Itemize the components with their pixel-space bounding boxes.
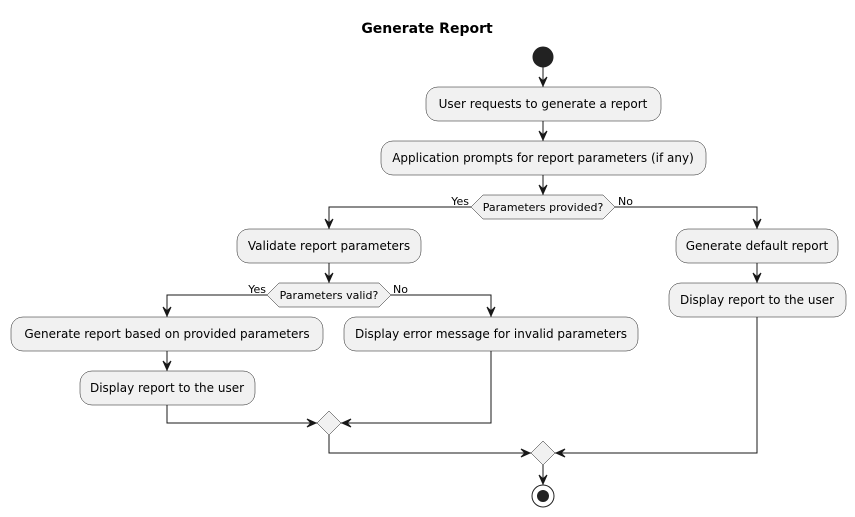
svg-text:Display error message for inva: Display error message for invalid parame…: [355, 327, 627, 341]
svg-text:Display report to the user: Display report to the user: [680, 293, 834, 307]
merge-node-outer: [530, 440, 556, 466]
decision-parameters-provided: Parameters provided? Yes No: [450, 194, 633, 220]
branch-label-no: No: [618, 195, 633, 208]
svg-text:Generate default report: Generate default report: [686, 239, 829, 253]
branch-label-yes: Yes: [450, 195, 469, 208]
end-node: [531, 484, 555, 508]
svg-text:User requests to generate a re: User requests to generate a report: [439, 97, 648, 111]
activity-display-error: Display error message for invalid parame…: [343, 316, 639, 352]
activity-validate-parameters: Validate report parameters: [236, 228, 422, 264]
svg-text:Display report to the user: Display report to the user: [90, 381, 244, 395]
svg-text:Validate report parameters: Validate report parameters: [248, 239, 410, 253]
edges: [162, 67, 762, 486]
diagram-title: Generate Report: [361, 21, 493, 37]
svg-text:Parameters provided?: Parameters provided?: [483, 201, 604, 214]
svg-text:Application prompts for report: Application prompts for report parameter…: [392, 151, 694, 165]
branch-label-no: No: [393, 283, 408, 296]
decision-parameters-valid: Parameters valid? Yes No: [247, 282, 408, 308]
activity-display-report-right: Display report to the user: [668, 282, 847, 318]
svg-text:Generate report based on provi: Generate report based on provided parame…: [24, 327, 309, 341]
activity-request: User requests to generate a report: [425, 86, 662, 122]
activity-generate-provided-report: Generate report based on provided parame…: [10, 316, 324, 352]
merge-node-inner: [316, 410, 342, 436]
activity-generate-default-report: Generate default report: [675, 228, 839, 264]
branch-label-yes: Yes: [247, 283, 266, 296]
start-node: [532, 46, 554, 68]
svg-text:Parameters valid?: Parameters valid?: [280, 289, 379, 302]
activity-prompt-parameters: Application prompts for report parameter…: [380, 140, 707, 176]
activity-display-report-left: Display report to the user: [79, 370, 256, 406]
